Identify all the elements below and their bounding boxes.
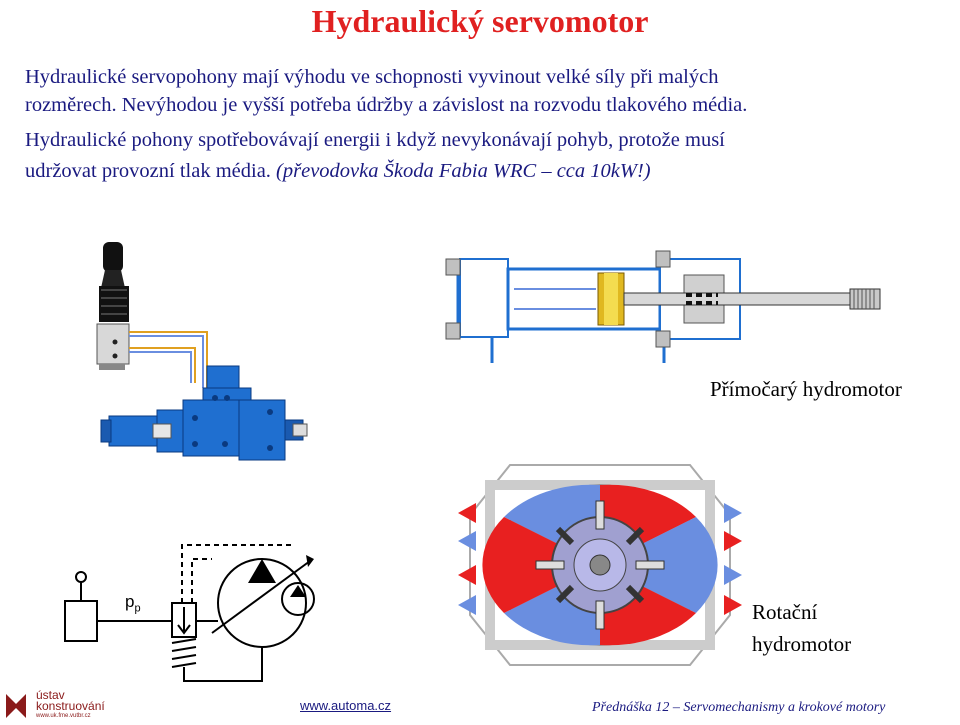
rotary-hydromotor-illustration xyxy=(458,464,742,666)
caption-rotary-line-1: Rotační xyxy=(752,600,818,624)
logo-mark-icon xyxy=(6,694,26,718)
logo-line-2: konstruování xyxy=(36,699,105,713)
linear-hydromotor-illustration xyxy=(445,250,881,363)
footer-website-link[interactable]: www.automa.cz xyxy=(300,698,392,713)
body-line-4-note: (převodovka Škoda Fabia WRC – cca 10kW!) xyxy=(276,160,651,182)
body-line-1: Hydraulické servopohony mají výhodu ve s… xyxy=(25,66,719,88)
logo-line-1: ústav xyxy=(36,688,65,702)
pressure-label-p: p xyxy=(125,592,135,611)
joystick-pump-illustration xyxy=(96,242,308,461)
body-line-2: rozměrech. Nevýhodou je vyšší potřeba úd… xyxy=(25,94,748,116)
caption-linear-hydromotor: Přímočarý hydromotor xyxy=(710,377,902,401)
hydraulic-circuit-symbol xyxy=(64,544,315,682)
pressure-label: pp xyxy=(125,592,141,614)
body-line-3: Hydraulické pohony spotřebovávají energi… xyxy=(25,129,725,151)
institute-logo: ústav konstruování www.uk.fme.vutbr.cz xyxy=(2,688,132,725)
body-line-4-text: udržovat provozní tlak média. xyxy=(25,160,271,182)
caption-rotary-line-2: hydromotor xyxy=(752,632,852,656)
page-title: Hydraulický servomotor xyxy=(311,3,649,39)
footer-lecture-title: Přednáška 12 – Servomechanismy a krokové… xyxy=(592,700,886,715)
logo-line-3: www.uk.fme.vutbr.cz xyxy=(36,713,91,719)
pressure-label-sub: p xyxy=(134,602,141,615)
body-line-4: udržovat provozní tlak média. (převodovk… xyxy=(25,158,651,184)
